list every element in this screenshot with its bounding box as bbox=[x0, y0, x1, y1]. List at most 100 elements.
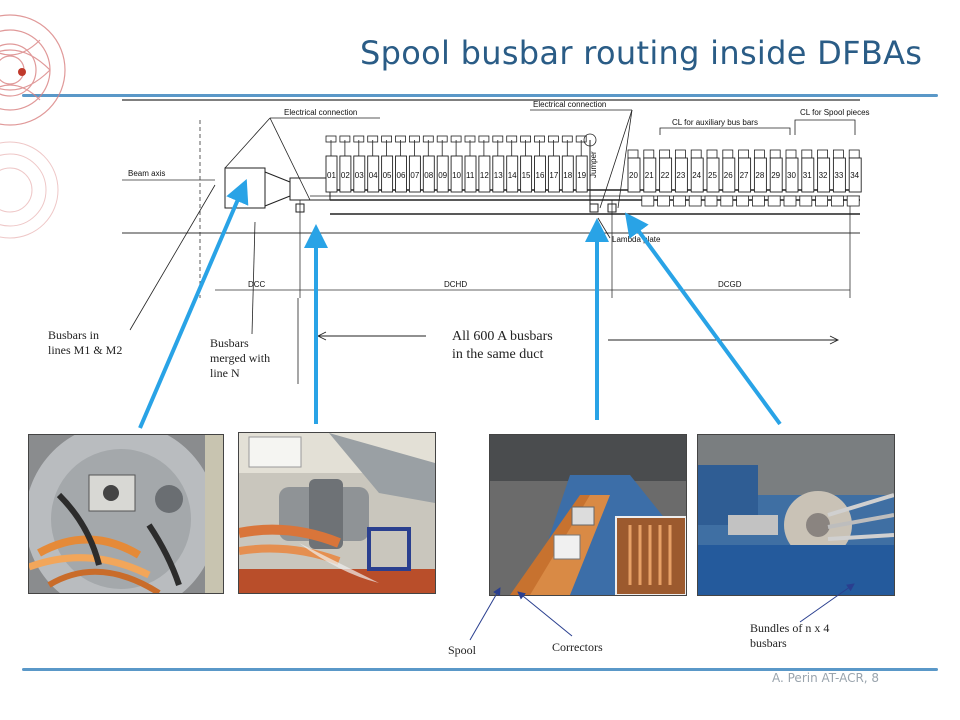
lead-number-07: 07 bbox=[410, 171, 419, 180]
lead-04: 04 bbox=[367, 135, 380, 193]
lead-23: 23 bbox=[674, 149, 688, 193]
label-bundles: Bundles of n x 4 busbars bbox=[750, 621, 829, 651]
pointer-busbars-merged bbox=[251, 221, 256, 335]
lead-number-13: 13 bbox=[494, 171, 503, 180]
label-bundles-line2: busbars bbox=[750, 636, 787, 650]
lead-05: 05 bbox=[381, 135, 394, 193]
callout-spool bbox=[469, 587, 501, 641]
pointer-busbars-m1m2 bbox=[129, 184, 216, 331]
lead-number-03: 03 bbox=[355, 171, 364, 180]
connection-box-31 bbox=[799, 195, 813, 207]
lead-21: 21 bbox=[643, 149, 657, 193]
connection-box-32 bbox=[815, 195, 828, 207]
label-all-600a-line2: in the same duct bbox=[452, 347, 544, 362]
lead-number-30: 30 bbox=[787, 171, 796, 180]
lead-11: 11 bbox=[464, 135, 477, 193]
lead-08: 08 bbox=[422, 135, 435, 193]
lead-number-04: 04 bbox=[369, 171, 378, 180]
lead-number-09: 09 bbox=[438, 171, 447, 180]
lead-number-20: 20 bbox=[629, 171, 638, 180]
lead-02: 02 bbox=[339, 135, 352, 193]
title-rule bbox=[22, 94, 938, 97]
label-busbars-m1-m2-line1: Busbars in bbox=[48, 328, 99, 342]
footer-author-page: A. Perin AT-ACR, 8 bbox=[772, 671, 880, 685]
section-dcc-label: DCC bbox=[248, 280, 266, 289]
arrow-photo1-to-left-connection bbox=[138, 178, 249, 429]
arrow-photo4-to-spool-boxes bbox=[624, 212, 782, 426]
lead-25: 25 bbox=[706, 149, 720, 193]
lead-number-26: 26 bbox=[724, 171, 733, 180]
lead-18: 18 bbox=[561, 135, 574, 193]
lead-number-14: 14 bbox=[508, 171, 517, 180]
photo-busbar-merge bbox=[238, 432, 436, 594]
label-all-600a-line1: All 600 A busbars bbox=[452, 329, 553, 344]
label-correctors: Correctors bbox=[552, 640, 603, 654]
footer-rule bbox=[22, 668, 938, 671]
lead-number-23: 23 bbox=[676, 171, 685, 180]
lead-17: 17 bbox=[547, 135, 560, 193]
lead-32: 32 bbox=[817, 149, 831, 193]
lead-number-17: 17 bbox=[549, 171, 558, 180]
electrical-connection-left-label: Electrical connection bbox=[284, 108, 357, 117]
lead-10: 10 bbox=[450, 135, 463, 193]
connection-box-25 bbox=[704, 195, 718, 207]
connection-box-33 bbox=[831, 195, 844, 207]
lead-20: 20 bbox=[627, 149, 641, 193]
connection-box-28 bbox=[752, 195, 765, 207]
lead-number-31: 31 bbox=[803, 171, 812, 180]
lead-24: 24 bbox=[690, 149, 704, 193]
lead-31: 31 bbox=[801, 149, 815, 193]
lead-22: 22 bbox=[659, 149, 673, 193]
label-spool: Spool bbox=[448, 643, 477, 657]
lead-number-01: 01 bbox=[327, 171, 336, 180]
label-busbars-merged-line2: merged with bbox=[210, 351, 271, 365]
connection-box-24 bbox=[688, 195, 702, 207]
connection-box-29 bbox=[767, 195, 781, 207]
lead-33: 33 bbox=[832, 149, 846, 193]
section-dcgd-label: DCGD bbox=[718, 280, 742, 289]
lead-07: 07 bbox=[408, 135, 421, 193]
connection-box-30 bbox=[783, 195, 797, 207]
photo-spool-correctors bbox=[489, 434, 687, 596]
busbar-connection-boxes bbox=[641, 195, 860, 207]
lead-number-19: 19 bbox=[577, 171, 586, 180]
lambda-plate-label: Lambda plate bbox=[612, 235, 661, 244]
cl-auxiliary-label: CL for auxiliary bus bars bbox=[672, 118, 758, 127]
lead-number-24: 24 bbox=[692, 171, 701, 180]
lead-15: 15 bbox=[520, 135, 533, 193]
lead-13: 13 bbox=[492, 135, 505, 193]
lead-03: 03 bbox=[353, 135, 366, 193]
logo-emblem bbox=[0, 14, 66, 239]
label-busbars-m1-m2: Busbars in lines M1 & M2 bbox=[48, 328, 122, 358]
label-busbars-merged-line3: line N bbox=[210, 366, 240, 380]
lead-30: 30 bbox=[785, 149, 799, 193]
lead-number-34: 34 bbox=[850, 171, 859, 180]
lead-number-15: 15 bbox=[522, 171, 531, 180]
lead-number-33: 33 bbox=[834, 171, 843, 180]
connection-box-27 bbox=[736, 195, 749, 207]
lead-number-29: 29 bbox=[771, 171, 780, 180]
lead-12: 12 bbox=[478, 135, 491, 193]
photo-busbar-bundles bbox=[697, 434, 895, 596]
cl-spool-label: CL for Spool pieces bbox=[800, 108, 870, 117]
lead-number-11: 11 bbox=[466, 171, 475, 180]
lead-06: 06 bbox=[395, 135, 407, 193]
lead-28: 28 bbox=[753, 149, 767, 193]
connection-box-22 bbox=[657, 195, 670, 207]
lead-number-16: 16 bbox=[536, 171, 545, 180]
lead-number-32: 32 bbox=[819, 171, 828, 180]
connection-box-26 bbox=[720, 195, 734, 207]
lead-19: 19 bbox=[575, 135, 588, 193]
lead-number-21: 21 bbox=[645, 171, 654, 180]
photo-cryostat-interior bbox=[28, 434, 224, 594]
electrical-connection-right-label: Electrical connection bbox=[533, 100, 606, 109]
connection-box-21 bbox=[641, 195, 655, 207]
lead-16: 16 bbox=[534, 135, 546, 193]
lead-number-12: 12 bbox=[480, 171, 489, 180]
lead-29: 29 bbox=[769, 149, 783, 193]
lead-number-05: 05 bbox=[383, 171, 392, 180]
callout-bundles bbox=[799, 583, 855, 623]
